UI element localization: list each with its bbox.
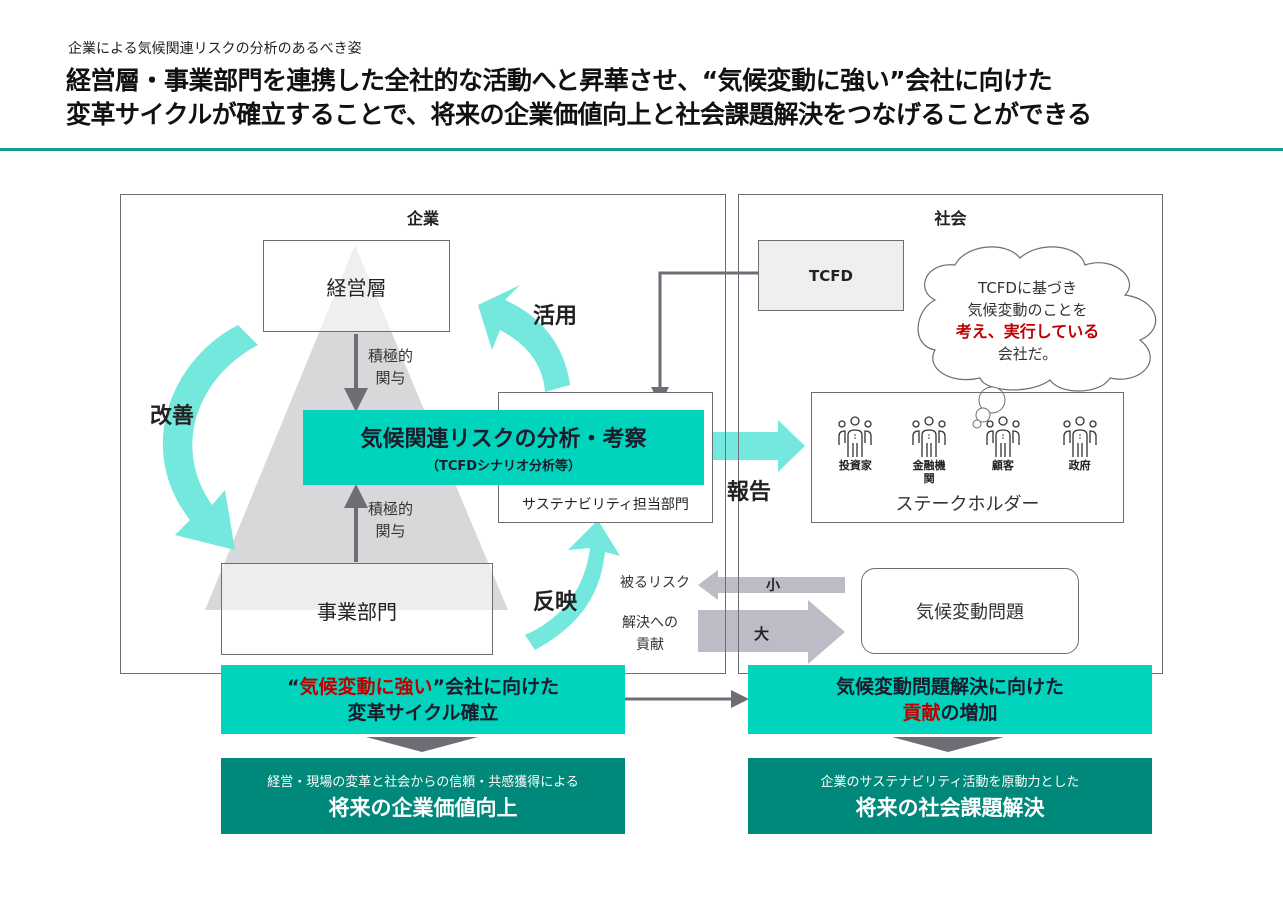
- company-label: 企業: [406, 209, 439, 228]
- risk-size-label: 小: [766, 578, 780, 594]
- thought-cloud: [917, 246, 1157, 392]
- contribution-arrow: [698, 600, 845, 664]
- transformation-line2: 変革サイクル確立: [347, 701, 499, 724]
- risk-analysis-title: 気候関連リスクの分析・考察: [360, 427, 647, 452]
- contribution-label-line2: 貢献: [636, 637, 664, 653]
- transformation-line1: “気候変動に強い”会社に向けた: [287, 674, 559, 700]
- society-label: 社会: [934, 209, 967, 228]
- transformation-line1-rest: 会社に向けた: [445, 675, 560, 698]
- cloud-bubble-2: [975, 407, 991, 423]
- tcfd-box: TCFD: [758, 240, 904, 311]
- engagement-top-label: 積極的 関与: [368, 345, 413, 389]
- reflect-label: 反映: [533, 590, 578, 615]
- social-issue-main: 将来の社会課題解決: [855, 795, 1045, 820]
- transformation-cycle-box: “気候変動に強い”会社に向けた 変革サイクル確立: [221, 665, 625, 734]
- improve-cycle-arrow: [162, 325, 258, 550]
- cloud-bubble-3: [972, 419, 982, 429]
- stakeholder-label: 顧客: [991, 459, 1014, 472]
- right-down-chevron: [892, 737, 1004, 752]
- stakeholder-groups: 投資家 金融機関 顧客 政府: [811, 415, 1124, 485]
- stakeholder-customers: 顧客: [978, 415, 1028, 485]
- engagement-bottom-line1: 積極的: [368, 500, 414, 518]
- stakeholder-investors: 投資家: [830, 415, 880, 485]
- people-group-icon: [1062, 416, 1097, 457]
- social-issue-box: 企業のサステナビリティ活動を原動力とした 将来の社会課題解決: [748, 758, 1152, 834]
- contribution-increase-rest: の増加: [940, 701, 998, 724]
- engagement-bottom-label: 積極的 関与: [368, 498, 413, 542]
- social-issue-sub: 企業のサステナビリティ活動を原動力とした: [820, 774, 1080, 790]
- corporate-value-box: 経営・現場の変革と社会からの信頼・共感獲得による 将来の企業価値向上: [221, 758, 625, 834]
- contribution-increase-box: 気候変動問題解決に向けた 貢献の増加: [748, 665, 1152, 734]
- engagement-top-line1: 積極的: [368, 347, 414, 365]
- risk-analysis-subtitle: （TCFDシナリオ分析等）: [425, 459, 582, 474]
- emphasis-contribution: 貢献: [902, 701, 941, 724]
- reflect-cycle-arrow: [525, 520, 620, 650]
- stakeholder-government: 政府: [1055, 415, 1105, 485]
- contribution-size-label: 大: [754, 625, 770, 643]
- engagement-top-line2: 関与: [375, 369, 406, 387]
- cloud-line-emphasis: 考え、実行している: [955, 322, 1100, 341]
- contribution-increase-line1: 気候変動問題解決に向けた: [835, 675, 1064, 698]
- report-label: 報告: [727, 480, 772, 505]
- risk-analysis-box: 気候関連リスクの分析・考察 （TCFDシナリオ分析等）: [303, 410, 704, 485]
- stakeholder-financial: 金融機関: [907, 415, 951, 485]
- page-title: 経営層・事業部門を連携した全社的な活動へと昇華させ、“気候変動に強い”会社に向け…: [66, 64, 1092, 132]
- corporate-value-sub: 経営・現場の変革と社会からの信頼・共感獲得による: [267, 774, 579, 790]
- quote-close: ”: [432, 675, 446, 698]
- people-group-icon: [912, 416, 946, 457]
- stakeholders-title: ステークホルダー: [895, 494, 1040, 515]
- cloud-line-4: 会社だ。: [997, 345, 1058, 363]
- risk-label: 被るリスク: [620, 575, 690, 591]
- stakeholder-label: 政府: [1068, 459, 1091, 472]
- emphasis-climate-resilient: 気候変動に強い: [299, 675, 433, 698]
- cloud-line-1: TCFDに基づき: [978, 279, 1077, 297]
- page-subtitle: 企業による気候関連リスクの分析のあるべき姿: [68, 41, 362, 57]
- people-group-icon: [838, 416, 873, 457]
- contribution-label: 解決への 貢献: [622, 612, 678, 656]
- quote-open: “: [286, 675, 300, 698]
- utilize-cycle-arrow: [478, 285, 570, 392]
- stakeholder-label: 投資家: [838, 459, 872, 472]
- left-down-chevron: [366, 737, 478, 752]
- title-line-1: 経営層・事業部門を連携した全社的な活動へと昇華させ、“気候変動に強い”会社に向け…: [66, 66, 1053, 95]
- cloud-line-2: 気候変動のことを: [967, 301, 1088, 319]
- cloud-text: TCFDに基づき 気候変動のことを 考え、実行している 会社だ。: [935, 277, 1120, 365]
- contribution-increase-line2: 貢献の増加: [902, 700, 997, 726]
- climate-issue-box: 気候変動問題: [861, 568, 1079, 654]
- people-group-icon: [986, 416, 1020, 457]
- stakeholders-box: [811, 392, 1124, 523]
- management-box: 経営層: [263, 240, 450, 332]
- title-line-2: 変革サイクルが確立することで、将来の企業価値向上と社会課題解決をつなげることがで…: [66, 100, 1092, 129]
- business-unit-box: 事業部門: [221, 563, 493, 655]
- corporate-value-main: 将来の企業価値向上: [328, 795, 518, 820]
- stakeholder-label: 金融機関: [912, 459, 946, 485]
- risk-arrow: [698, 570, 845, 600]
- utilize-label: 活用: [533, 304, 578, 329]
- cloud-bubble-1: [978, 386, 1006, 414]
- tcfd-connector: [651, 271, 760, 405]
- improve-label: 改善: [150, 404, 195, 429]
- header-divider: [0, 148, 1283, 151]
- report-arrow: [708, 420, 805, 472]
- contribution-label-line1: 解決への: [622, 615, 678, 631]
- engagement-bottom-line2: 関与: [375, 522, 406, 540]
